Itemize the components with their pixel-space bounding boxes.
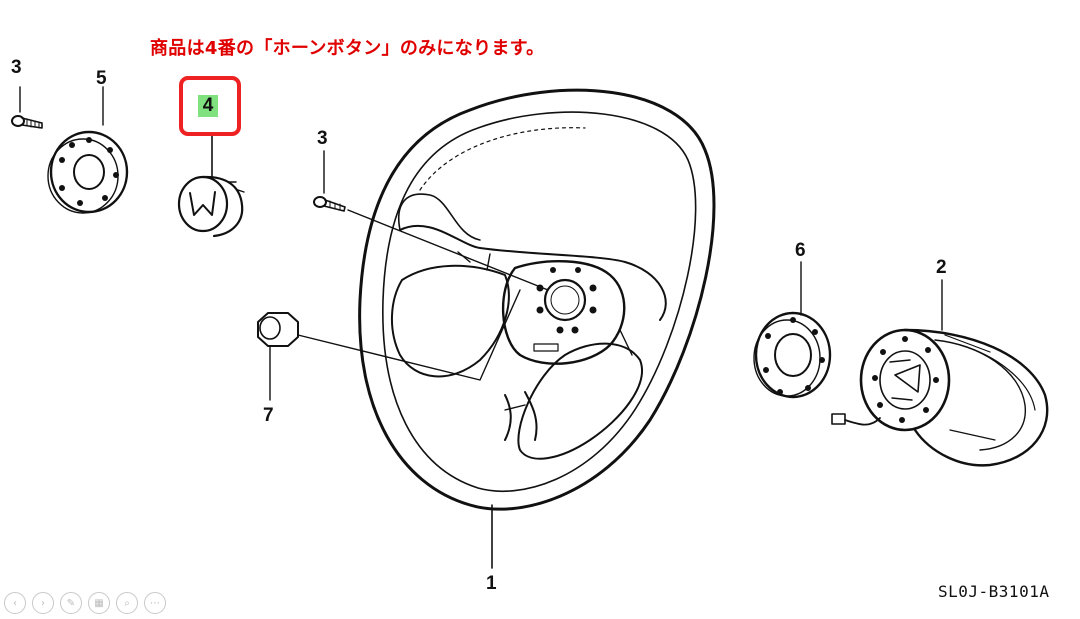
part-number-2: 2: [936, 257, 947, 278]
slides-icon[interactable]: ▦: [88, 592, 110, 614]
product-note: 商品は4番の「ホーンボタン」のみになります。: [150, 38, 545, 59]
part-number-3-left: 3: [11, 57, 22, 78]
zoom-icon[interactable]: ⌕: [116, 592, 138, 614]
presentation-toolbar: ‹ › ✎ ▦ ⌕ ⋯: [0, 592, 166, 618]
steering-boss-part: [831, 279, 1049, 467]
mounting-plate-part: [47, 86, 129, 214]
bolt-center-part: [313, 150, 549, 291]
pen-icon[interactable]: ✎: [60, 592, 82, 614]
diagram-code: SL0J-B3101A: [938, 582, 1050, 601]
bolt-left-part: [11, 86, 43, 129]
part-number-5: 5: [96, 68, 107, 89]
horn-button-part: [177, 134, 245, 238]
more-icon[interactable]: ⋯: [144, 592, 166, 614]
prev-icon[interactable]: ‹: [4, 592, 26, 614]
part-number-3-center: 3: [317, 128, 328, 149]
steering-wheel-part: [358, 88, 716, 569]
part-number-4: 4: [198, 95, 218, 117]
part-number-1: 1: [486, 573, 497, 594]
horn-button-highlight-box: [179, 76, 241, 136]
part-number-7: 7: [263, 405, 274, 426]
nut-part: [257, 289, 521, 401]
spacer-ring-part: [753, 261, 832, 399]
next-icon[interactable]: ›: [32, 592, 54, 614]
part-number-6: 6: [795, 240, 806, 261]
